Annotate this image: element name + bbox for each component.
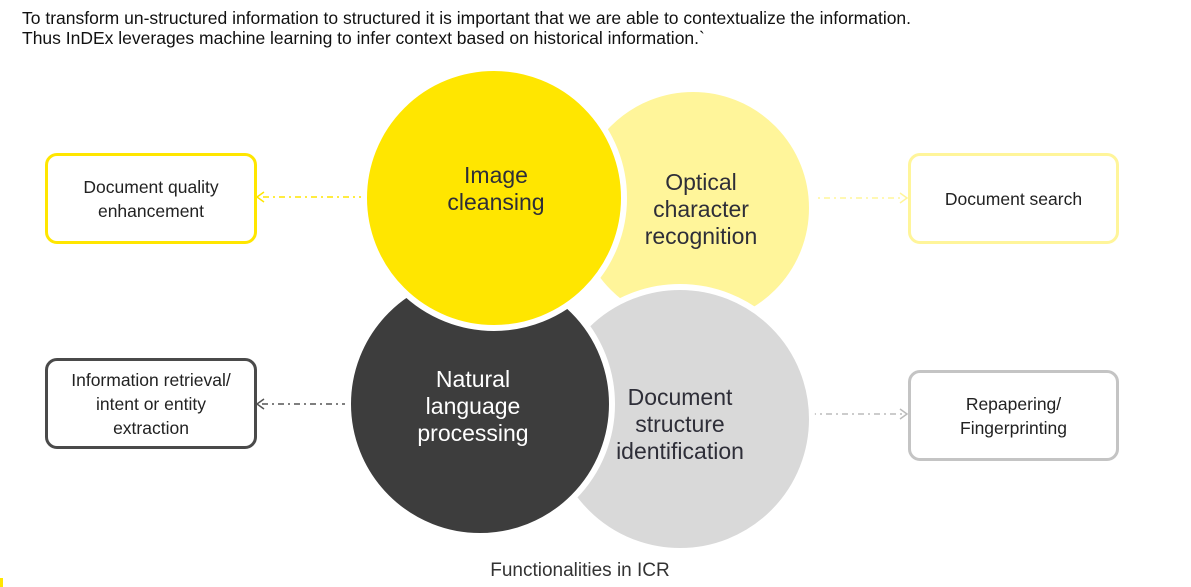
box-repapering-label: Repapering/ Fingerprinting (960, 393, 1067, 438)
box-information-retrieval: Information retrieval/ intent or entity … (45, 358, 257, 449)
label-image-cleansing: Image cleansing (447, 162, 545, 215)
label-ocr: Optical character recognition (644, 168, 758, 249)
box-document-quality: Document quality enhancement (45, 153, 257, 244)
box-information-retrieval-label: Information retrieval/ intent or entity … (71, 369, 231, 438)
box-document-search: Document search (908, 153, 1119, 244)
connector-document-structure-arrowhead (899, 408, 909, 420)
intro-line-2: Thus InDEx leverages machine learning to… (22, 28, 705, 48)
box-document-search-label: Document search (944, 188, 1083, 209)
intro-text: To transform un-structured information t… (22, 8, 1172, 48)
label-nlp: Natural language processing (417, 365, 529, 446)
corner-accent (0, 578, 3, 587)
box-document-quality-label: Document quality enhancement (83, 176, 219, 221)
connector-ocr-arrowhead (899, 192, 909, 204)
connector-image-cleansing-arrowhead (255, 191, 265, 203)
box-repapering: Repapering/ Fingerprinting (908, 370, 1119, 461)
label-document-structure: Document structure identification (616, 383, 744, 464)
circle-image-cleansing (361, 65, 627, 331)
connector-nlp-arrowhead (255, 398, 265, 410)
intro-line-1: To transform un-structured information t… (22, 8, 912, 28)
diagram-caption: Functionalities in ICR (490, 560, 670, 581)
